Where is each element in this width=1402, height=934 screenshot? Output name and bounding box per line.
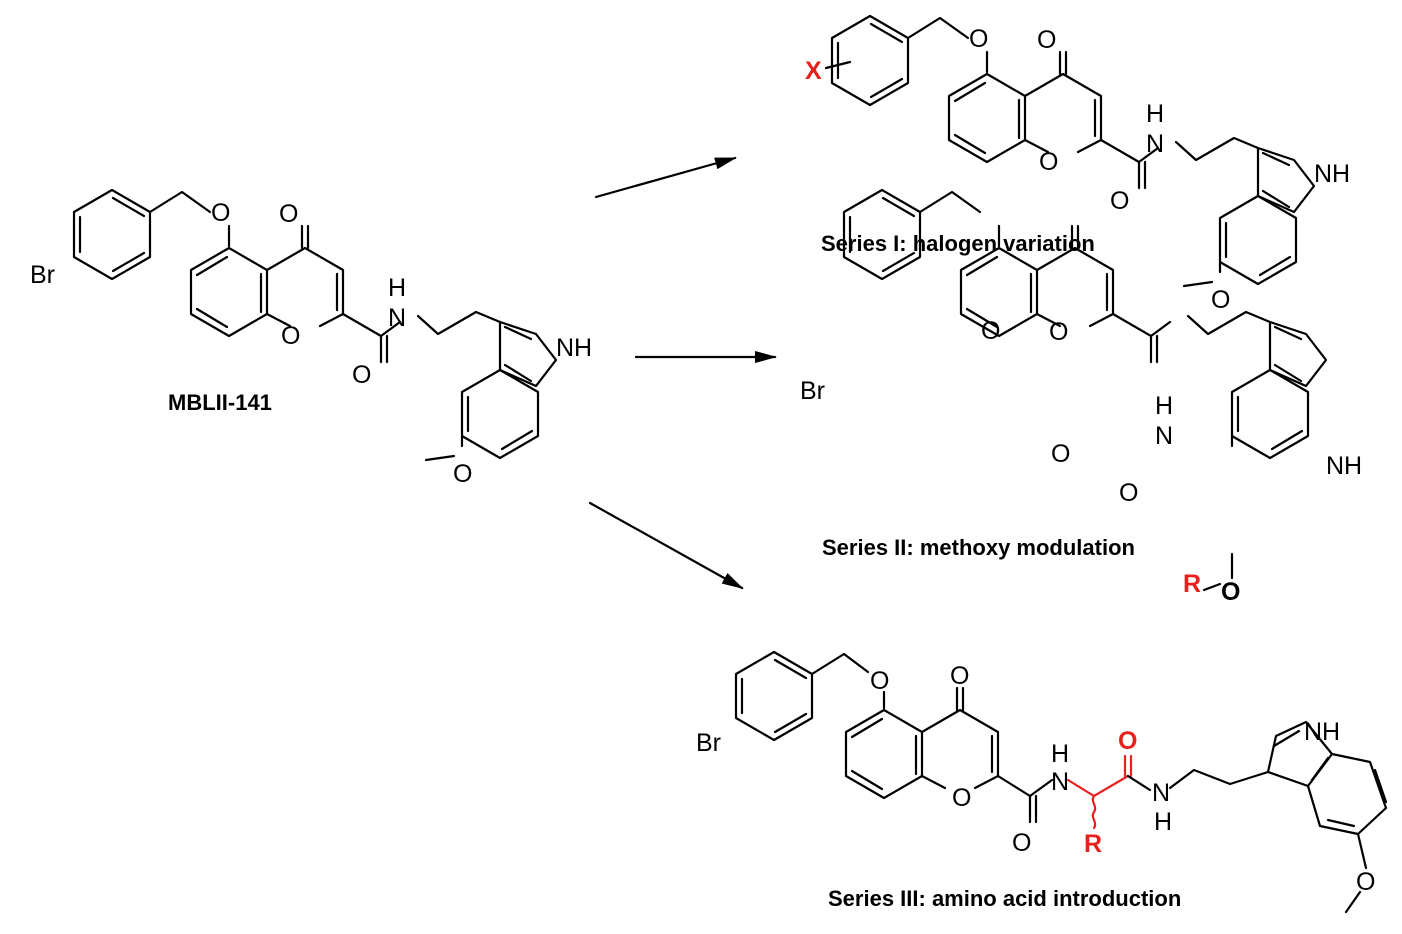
- ether-oxygen: O: [969, 25, 988, 53]
- carbonyl-oxygen: O: [1037, 26, 1056, 54]
- methoxy-oxygen: O: [1356, 868, 1375, 896]
- r-bond: [1202, 582, 1222, 592]
- ether-oxygen: O: [211, 199, 230, 227]
- indole-nh: NH: [1304, 718, 1340, 746]
- arrow-to-series-3: [588, 501, 744, 590]
- second-amide-nitrogen: N: [1152, 779, 1170, 807]
- amide-nitrogen: N: [1146, 130, 1164, 158]
- carbonyl-oxygen: O: [1049, 318, 1068, 346]
- indole-nh: NH: [1314, 160, 1350, 188]
- indole-nh: NH: [556, 334, 592, 362]
- bromine-atom: Br: [800, 377, 825, 405]
- variable-r-label: R: [1183, 570, 1201, 598]
- amide-hydrogen: H: [1146, 100, 1164, 128]
- lead-compound: Br O O O O H N NH O MBLII-141: [30, 188, 592, 488]
- series-1-caption: Series I: halogen variation: [821, 231, 1095, 256]
- ring-oxygen: O: [281, 322, 300, 350]
- series-2-caption: Series II: methoxy modulation: [822, 535, 1135, 560]
- carbonyl-oxygen: O: [950, 662, 969, 690]
- series-2-compound: Br O O O O H N NH R O Series II: methoxy…: [800, 188, 1362, 606]
- amide-hydrogen: H: [388, 274, 406, 302]
- amide-hydrogen: H: [1051, 740, 1069, 768]
- halogen-x-label: X: [805, 57, 822, 85]
- amide-oxygen: O: [1119, 479, 1138, 507]
- indole-nh: NH: [1326, 452, 1362, 480]
- series-3-compound: Br O O O O H N O R N H NH O Series III: …: [696, 650, 1388, 914]
- amide-nitrogen: N: [388, 304, 406, 332]
- amide-nitrogen: N: [1051, 768, 1069, 796]
- ring-oxygen: O: [952, 784, 971, 812]
- ether-oxygen: O: [981, 317, 1000, 345]
- ring-oxygen: O: [1051, 440, 1070, 468]
- amide-hydrogen: H: [1155, 392, 1173, 420]
- series-1-compound: X O O O O H N NH O Series I: halogen var…: [805, 14, 1350, 314]
- second-amide-hydrogen: H: [1154, 808, 1172, 836]
- amide-oxygen: O: [352, 361, 371, 389]
- methoxy-oxygen: O: [1211, 286, 1230, 314]
- halogen-bond: [824, 60, 852, 70]
- arrow-to-series-1: [594, 156, 737, 199]
- ether-oxygen: O: [870, 667, 889, 695]
- carbonyl-oxygen: O: [279, 200, 298, 228]
- bromine-atom: Br: [30, 261, 55, 289]
- amide-oxygen: O: [1110, 187, 1129, 215]
- amide-nitrogen: N: [1155, 422, 1173, 450]
- amide-oxygen: O: [1012, 829, 1031, 857]
- ring-oxygen: O: [1039, 148, 1058, 176]
- red-carbonyl-oxygen: O: [1118, 727, 1137, 755]
- variable-oxygen: O: [1221, 578, 1240, 606]
- methoxy-oxygen: O: [453, 460, 472, 488]
- variable-r-label: R: [1084, 830, 1102, 858]
- lead-compound-name: MBLII-141: [168, 390, 272, 415]
- bromine-atom: Br: [696, 729, 721, 757]
- series-3-caption: Series III: amino acid introduction: [828, 886, 1181, 911]
